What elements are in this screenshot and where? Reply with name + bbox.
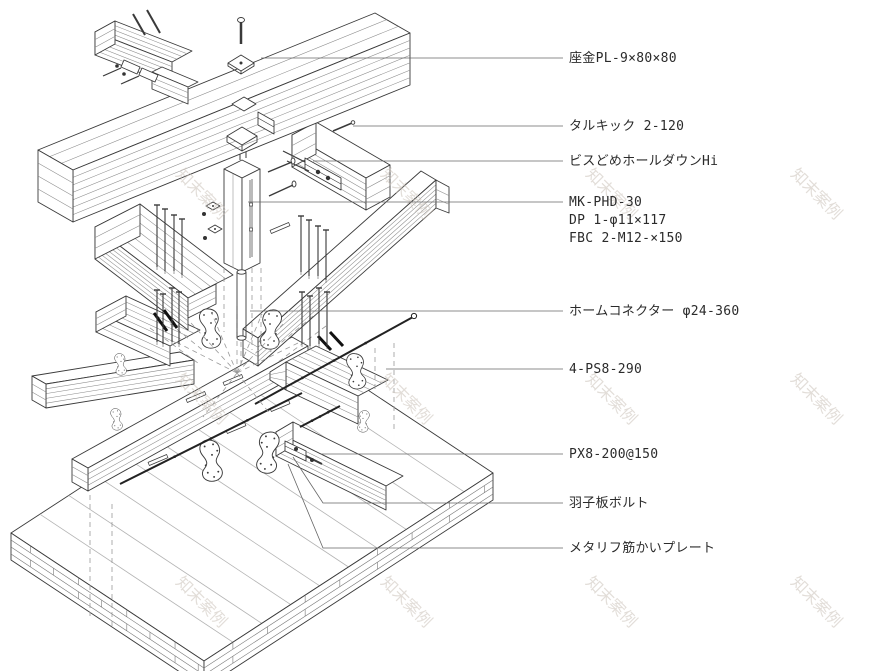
angle-bracket [257,111,275,135]
callout-label-home-connector: ホームコネクター φ24-360 [569,304,740,319]
callout-leader-metarifu [287,463,563,549]
grain-arrow [328,330,345,348]
watermark-text: 知末案例 [787,164,846,223]
callout-label-hagoita: 羽子板ボルト [569,496,649,511]
dowel-pin [222,374,244,386]
long-screw [171,214,177,274]
dowel-pin [185,391,207,403]
holddown-plate [138,67,159,83]
callout-label-metarifu: メタリフ筋かいプレート [569,540,715,556]
long-screw [162,208,168,274]
grain-arrow [152,312,169,332]
callout-leader-hagoita [292,456,563,504]
long-screw [323,229,329,283]
long-screw [154,204,160,270]
beam-upper-left [94,20,199,105]
grain-arrow [316,334,333,352]
assembly-dash [211,313,238,374]
long-screw [299,291,305,347]
nails [132,9,161,36]
post-face-right [241,168,261,273]
holddown-plate [120,59,141,75]
brace-sw [31,351,195,409]
callout-label-mk-phd: DP 1-φ11×117 [569,213,667,228]
brace-ne-cut [435,179,450,214]
assembly-dash [149,327,199,364]
rod-end-ball [410,312,418,320]
assembly-dash [171,339,238,374]
strap-bolt-hardware [284,440,323,465]
assembly-dash [236,340,303,374]
assembly-dash [236,323,284,374]
callout-label-ps8: 4-PS8-290 [569,362,642,377]
long-screw [176,291,182,347]
girder-center [71,336,309,492]
panel-side-left [10,532,205,671]
long-screw [160,293,166,347]
dowel-pin [147,454,169,466]
callout-layer: 座金PL-9×80×80 タルキック 2-120 ビスどめホールダウンHiMK-PH… [248,50,740,556]
assembly-dash [202,372,238,418]
floor-panel [10,344,494,671]
bolt-and-washer [227,17,255,75]
watermark-text: 知末案例 [172,164,231,223]
callout-label-mk-phd: FBC 2-M12-×150 [569,231,683,246]
panel-side-right [203,472,494,671]
callout-label-tarukikku: タルキック 2-120 [569,119,684,134]
metal-brace-plate [110,408,123,431]
callout-label-bisudome: ビスどめホールダウンHi [569,154,718,169]
holddown-beam [267,121,391,211]
long-screw [298,215,304,275]
callout-label-zagane: 座金PL-9×80×80 [569,50,677,66]
grain-arrow [162,309,179,329]
long-screw [154,289,160,345]
long-screw [169,287,175,345]
long-screw [316,287,322,347]
tarukikku-screw [332,120,356,132]
assembly-dash [190,322,238,374]
watermark-text: 知末案例 [787,369,846,428]
callout-label-px8: PX8-200@150 [569,447,658,462]
brace-nw-flat [95,295,201,367]
beam-top-plate [37,12,411,223]
assembly-dash [236,372,272,416]
long-screw [315,225,321,279]
long-screw [324,291,330,349]
assembly-dash [162,317,206,353]
post [202,146,261,273]
long-screw [179,218,185,278]
long-screw [307,295,313,349]
long-screw [306,219,312,279]
watermark-text: 知末案例 [582,369,641,428]
dowel-pin [269,222,291,234]
callout-label-mk-phd: MK-PHD-30 [569,195,642,210]
joint-parts [31,9,450,628]
watermark-text: 知末案例 [377,572,436,631]
watermark-text: 知末案例 [787,572,846,631]
metal-brace-plate [198,308,222,349]
assembly-dash [269,315,314,353]
home-connector-rod [236,269,247,341]
watermark-text: 知末案例 [582,572,641,631]
mortise-hole [231,96,257,112]
